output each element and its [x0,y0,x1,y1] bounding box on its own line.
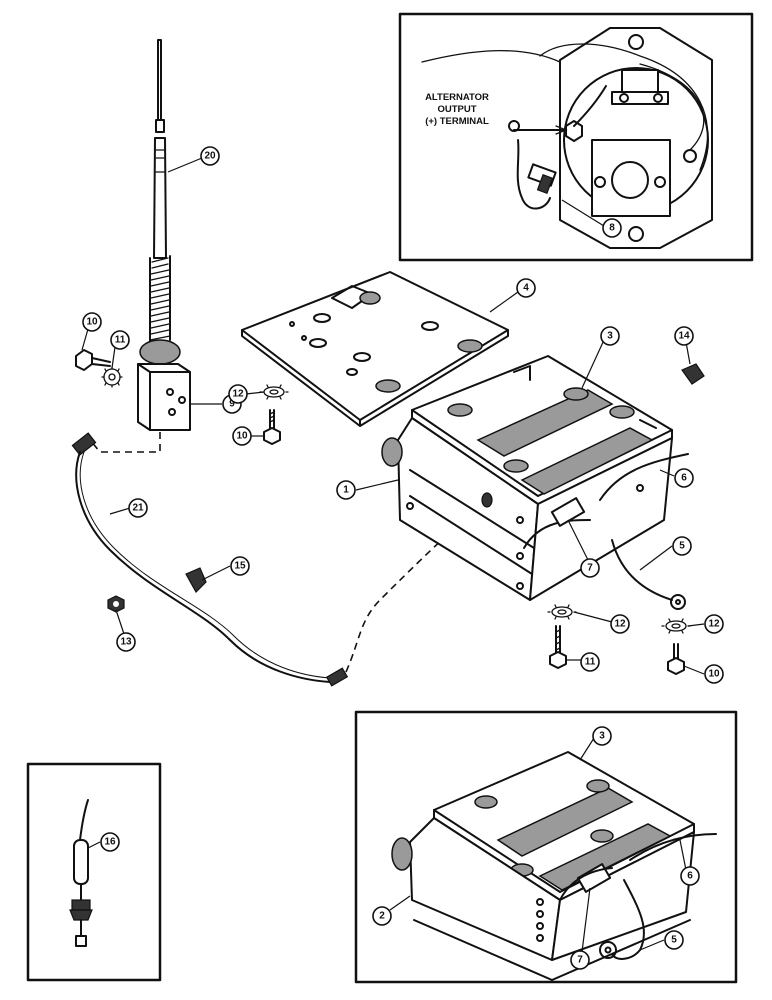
leader-lines [81,157,705,953]
callout-10-top: 10 [82,312,102,332]
callout-7-inset: 7 [570,950,590,970]
callout-11-top: 11 [110,330,130,350]
svg-text:9: 9 [229,399,235,410]
callout-14: 14 [674,326,694,346]
svg-text:3: 3 [607,331,613,342]
alternator-inset-panel: ALTERNATOR OUTPUT (+) TERMINAL [398,12,754,262]
alternator-label-line-3: (+) TERMINAL [425,116,489,127]
washer-and-bolt-center [259,384,289,445]
clip-14 [681,363,705,385]
callout-6-inset: 6 [680,866,700,886]
callout-15: 15 [230,556,250,576]
svg-text:3: 3 [599,731,605,742]
callout-7-main: 7 [580,558,600,578]
callout-3-inset: 3 [592,726,612,746]
callout-11-bottom: 11 [580,652,600,672]
svg-text:5: 5 [671,935,677,946]
svg-text:4: 4 [523,283,529,294]
svg-text:7: 7 [577,955,583,966]
callout-21: 21 [128,498,148,518]
callout-1: 1 [336,480,356,500]
callout-3-main: 3 [600,326,620,346]
svg-text:7: 7 [587,563,593,574]
svg-text:11: 11 [585,657,596,668]
antenna-cable [71,432,487,687]
nut-13 [107,595,125,613]
antenna-assembly [89,39,191,453]
callout-8: 8 [602,218,622,238]
svg-text:12: 12 [614,619,626,630]
callout-12-right: 12 [704,614,724,634]
alternator-label-line-2: OUTPUT [437,104,476,115]
callout-13: 13 [116,632,136,652]
alternator-housing [421,27,713,249]
svg-text:5: 5 [679,541,685,552]
svg-text:13: 13 [120,637,132,648]
radio-inset-panel [354,710,738,984]
callout-12-top: 12 [228,384,248,404]
svg-text:10: 10 [236,431,248,442]
svg-text:10: 10 [708,669,720,680]
svg-text:2: 2 [379,911,385,922]
svg-text:14: 14 [678,331,690,342]
callout-6-main: 6 [674,468,694,488]
mounting-plate-4 [241,271,509,427]
callout-10-mid: 10 [232,426,252,446]
svg-text:21: 21 [132,503,144,514]
callout-16: 16 [100,832,120,852]
svg-text:6: 6 [687,871,693,882]
bolt-and-washer-top-left [75,349,123,388]
alternator-label-line-1: ALTERNATOR [425,92,489,103]
callout-2: 2 [372,906,392,926]
svg-text:8: 8 [609,223,615,234]
radio-unit-main [381,355,689,610]
svg-text:15: 15 [234,561,246,572]
svg-text:11: 11 [115,335,126,346]
svg-text:12: 12 [232,389,244,400]
callout-5-main: 5 [672,536,692,556]
svg-text:6: 6 [681,473,687,484]
svg-text:10: 10 [86,317,98,328]
callout-5-inset: 5 [664,930,684,950]
bottom-fasteners [547,604,691,675]
svg-text:20: 20 [204,151,216,162]
suppressor-inset-panel [26,762,162,982]
cable-clip-15 [185,567,207,593]
svg-text:16: 16 [104,837,116,848]
callout-4: 4 [516,278,536,298]
svg-text:1: 1 [343,485,349,496]
callout-10-right: 10 [704,664,724,684]
antenna-spring [149,255,171,343]
alternator-lead-with-fuse [508,120,568,210]
callout-12-mid: 12 [610,614,630,634]
svg-text:12: 12 [708,619,720,630]
callout-20: 20 [200,146,220,166]
